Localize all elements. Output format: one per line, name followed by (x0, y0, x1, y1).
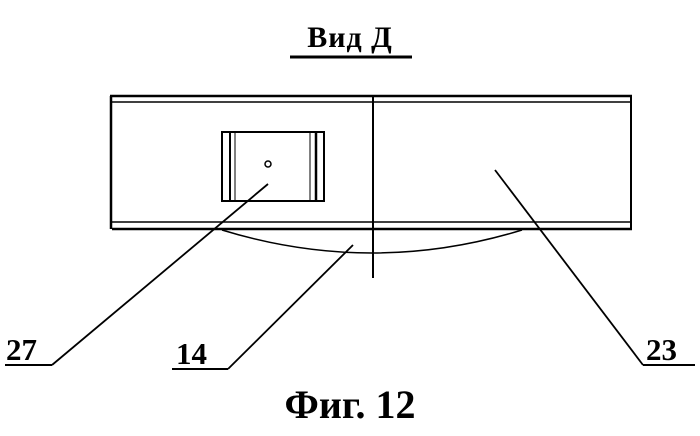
leader-14 (228, 245, 353, 369)
component-27-hole (265, 161, 271, 167)
panel-body (110, 96, 632, 229)
callout-27: 27 (6, 332, 37, 367)
component-27 (222, 132, 324, 201)
figure-caption: Фиг. 12 (284, 382, 415, 427)
callout-23: 23 (646, 332, 677, 367)
view-title: Вид Д (307, 21, 393, 54)
component-27-frame (222, 132, 324, 201)
leader-23 (495, 170, 643, 365)
leader-27 (52, 184, 268, 365)
callout-14: 14 (176, 336, 207, 371)
